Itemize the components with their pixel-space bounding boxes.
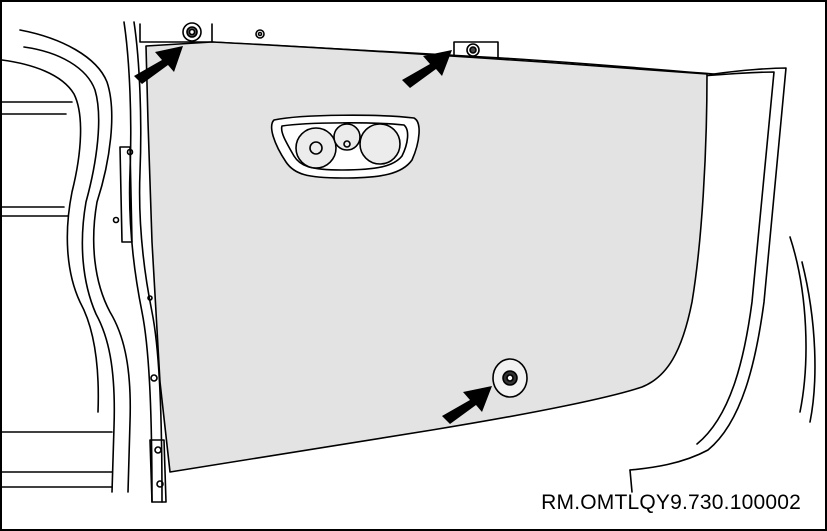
upper-right-clip-arrow-icon: [402, 50, 452, 88]
lower-center-clip-arrow-icon: [442, 386, 492, 424]
lower-center-clip: [492, 358, 528, 398]
upper-right-clip: [466, 43, 480, 57]
handle-recess: [270, 114, 420, 179]
reference-code: RM.OMTLQY9.730.100002: [541, 491, 801, 514]
right-pillar-lines: [629, 67, 816, 493]
trim-panel: [145, 41, 708, 473]
upper-left-clip-arrow-icon: [134, 46, 183, 84]
door-frame-lines: [2, 21, 167, 503]
upper-left-clip: [182, 22, 202, 42]
